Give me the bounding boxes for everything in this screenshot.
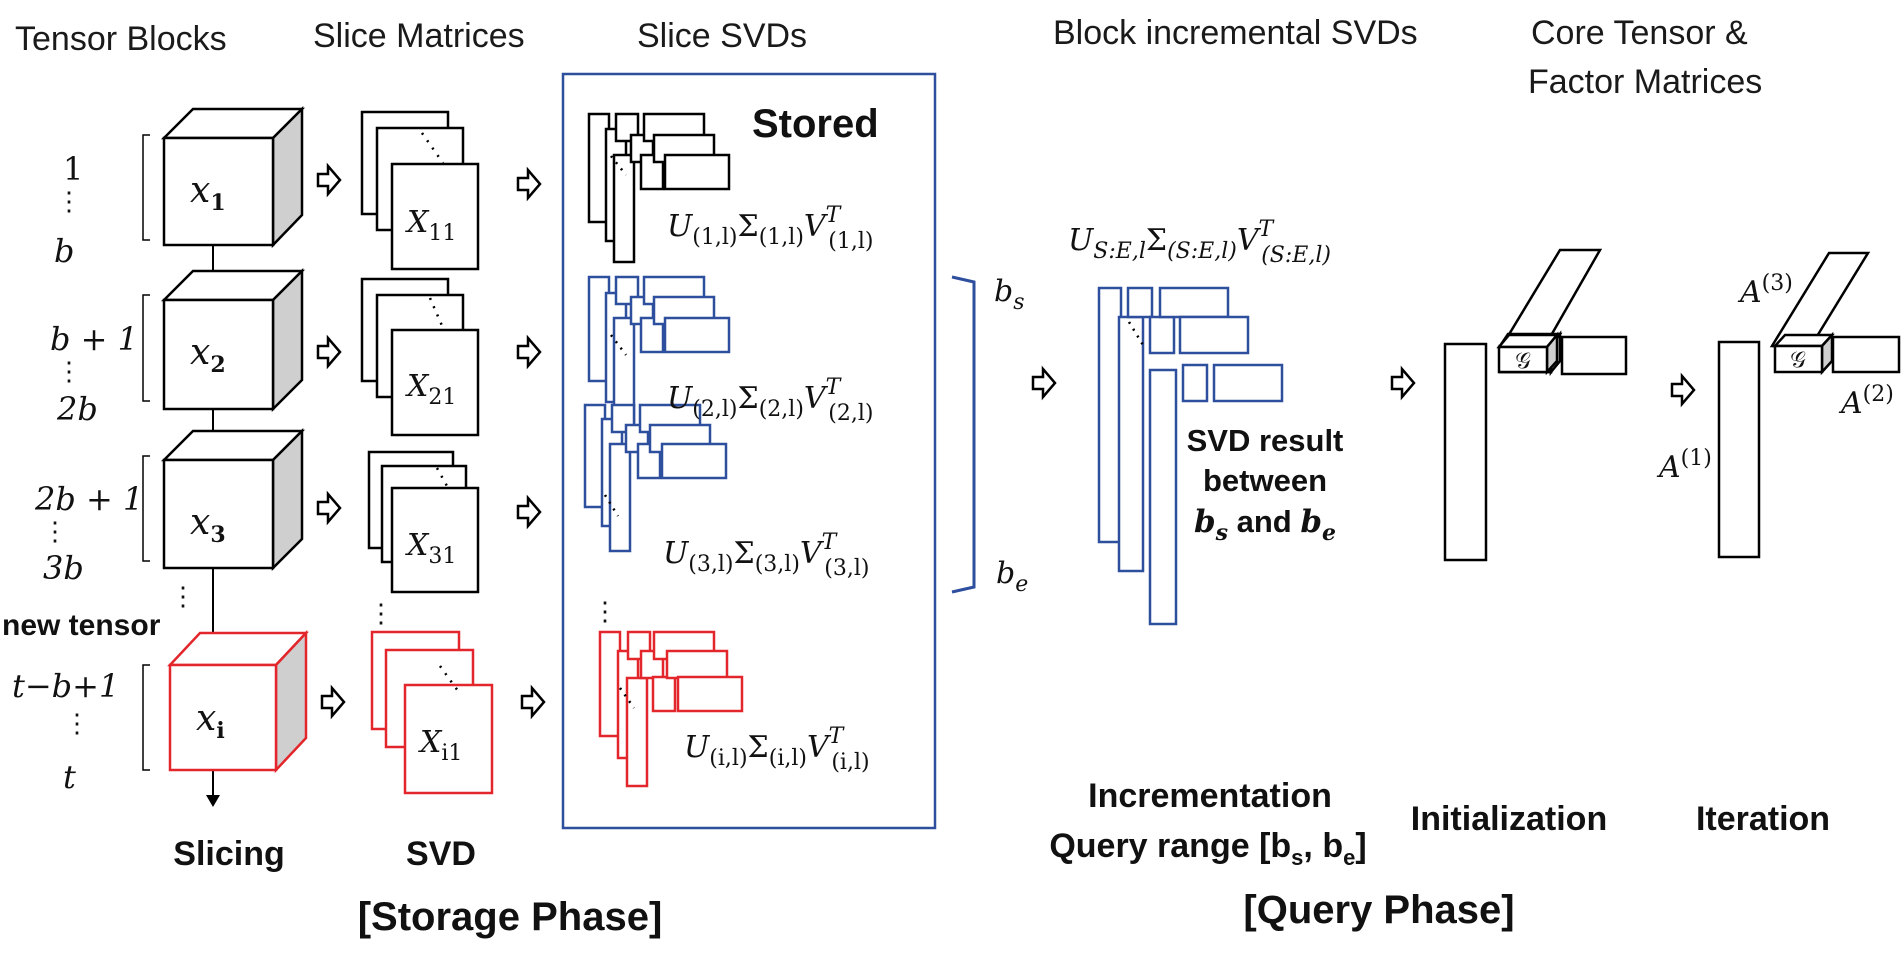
arrow-right-icon [316,164,342,196]
phase-query: [Query Phase] [1243,888,1514,932]
iteration-core-cube: 𝒢 [1772,331,1835,376]
stage-iteration: Iteration [1696,800,1830,838]
vertical-ellipsis: ⋮ [64,709,90,739]
svd-formula-new: U(i,l)Σ(i,l)VT(i,l) [684,724,870,775]
slicing-arrowhead [206,795,220,807]
tensor-label: xi [196,698,225,744]
block-index-top: 1 [63,150,83,188]
svd-result-line3: bs and be [1194,504,1336,546]
slice-label: Xi1 [418,725,462,766]
vertical-ellipsis: ⋮ [56,357,82,387]
header-factor-matrices: Factor Matrices [1528,63,1762,101]
factor-label-a1: A(1) [1656,446,1712,485]
slice-label: X21 [405,369,456,410]
arrow-right-icon [1390,367,1416,399]
slice-label: X31 [405,528,456,569]
svd-formula-1: U(1,l)Σ(1,l)VT(1,l) [667,203,873,254]
slice-svd-new [598,630,744,788]
block-brace [142,134,150,241]
stage-query-range: Query range [bs, be] [1049,827,1366,870]
block-index-top: 2b + 1 [34,480,143,518]
slice-stack-1: X11 [360,110,480,271]
svd-formula-3: U(3,l)Σ(3,l)VT(3,l) [663,530,869,581]
vertical-ellipsis: ⋮ [592,597,618,627]
arrow-right-icon [316,336,342,368]
block-svd-formula: US:E,lΣ(S:E,l)VT(S:E,l) [1068,217,1331,268]
header-block-incremental-svds: Block incremental SVDs [1053,14,1418,52]
arrow-right-icon [516,168,542,200]
stage-svd: SVD [406,835,476,873]
slice-svd-3 [583,403,728,553]
block-brace [142,664,150,771]
arrow-right-icon [316,492,342,524]
phase-storage: [Storage Phase] [358,895,663,939]
stage-slicing: Slicing [173,835,284,873]
range-bracket [951,275,976,594]
arrow-right-icon [520,686,546,718]
slice-svd-1 [587,112,731,264]
slice-stack-3: X31 [367,450,480,594]
block-svd-glyph [1097,286,1284,626]
stage-incrementation: Incrementation [1088,777,1332,815]
header-tensor-blocks: Tensor Blocks [15,20,227,58]
slice-stack-new: Xi1 [370,630,494,795]
block-index-top: b + 1 [50,320,138,358]
svd-formula-2: U(2,l)Σ(2,l)VT(2,l) [667,375,873,426]
vertical-ellipsis: ⋮ [56,187,82,217]
tensor-block-2: x2 [160,267,306,413]
init-decomposition [1443,248,1628,562]
tensor-block-new: xi [167,629,309,774]
slice-stack-2: X21 [360,277,480,437]
arrow-right-icon [320,686,346,718]
slice-label: X11 [405,205,456,246]
vertical-ellipsis: ⋮ [170,582,196,612]
block-index-bottom: t [63,758,76,796]
svd-result-line1: SVD result [1187,423,1344,458]
tensor-block-1: x1 [160,105,306,249]
slice-svd-2 [587,275,731,427]
vertical-ellipsis: ⋮ [368,599,394,629]
range-end-label: be [996,556,1028,597]
header-slice-matrices: Slice Matrices [313,17,525,55]
stored-label: Stored [752,102,879,146]
init-core-cube: 𝒢 [1496,331,1560,376]
core-tensor-symbol: 𝒢 [1790,348,1806,373]
stage-initialization: Initialization [1411,800,1607,838]
block-index-top: t−b+1 [12,667,119,705]
header-core-tensor: Core Tensor & [1531,14,1748,52]
arrow-right-icon [1031,367,1057,399]
block-index-bottom: b [54,232,74,270]
arrow-right-icon [1670,374,1696,406]
tensor-label: x1 [190,170,226,216]
new-tensor-label: new tensor [2,609,161,642]
header-slice-svds: Slice SVDs [637,17,807,55]
tensor-label: x2 [190,332,226,378]
block-index-bottom: 2b [56,390,98,428]
tensor-block-3: x3 [160,427,306,572]
arrow-right-icon [516,496,542,528]
factor-label-a3: A(3) [1737,271,1793,310]
range-start-label: bs [994,274,1025,315]
vertical-ellipsis: ⋮ [42,517,68,547]
core-tensor-symbol: 𝒢 [1515,349,1531,374]
block-index-bottom: 3b [43,549,84,587]
svd-result-line2: between [1203,463,1327,498]
stored-box [561,72,937,830]
tensor-label: x3 [190,502,226,548]
arrow-right-icon [516,336,542,368]
block-brace [142,294,150,402]
factor-label-a2: A(2) [1838,382,1894,421]
block-brace [142,455,150,562]
